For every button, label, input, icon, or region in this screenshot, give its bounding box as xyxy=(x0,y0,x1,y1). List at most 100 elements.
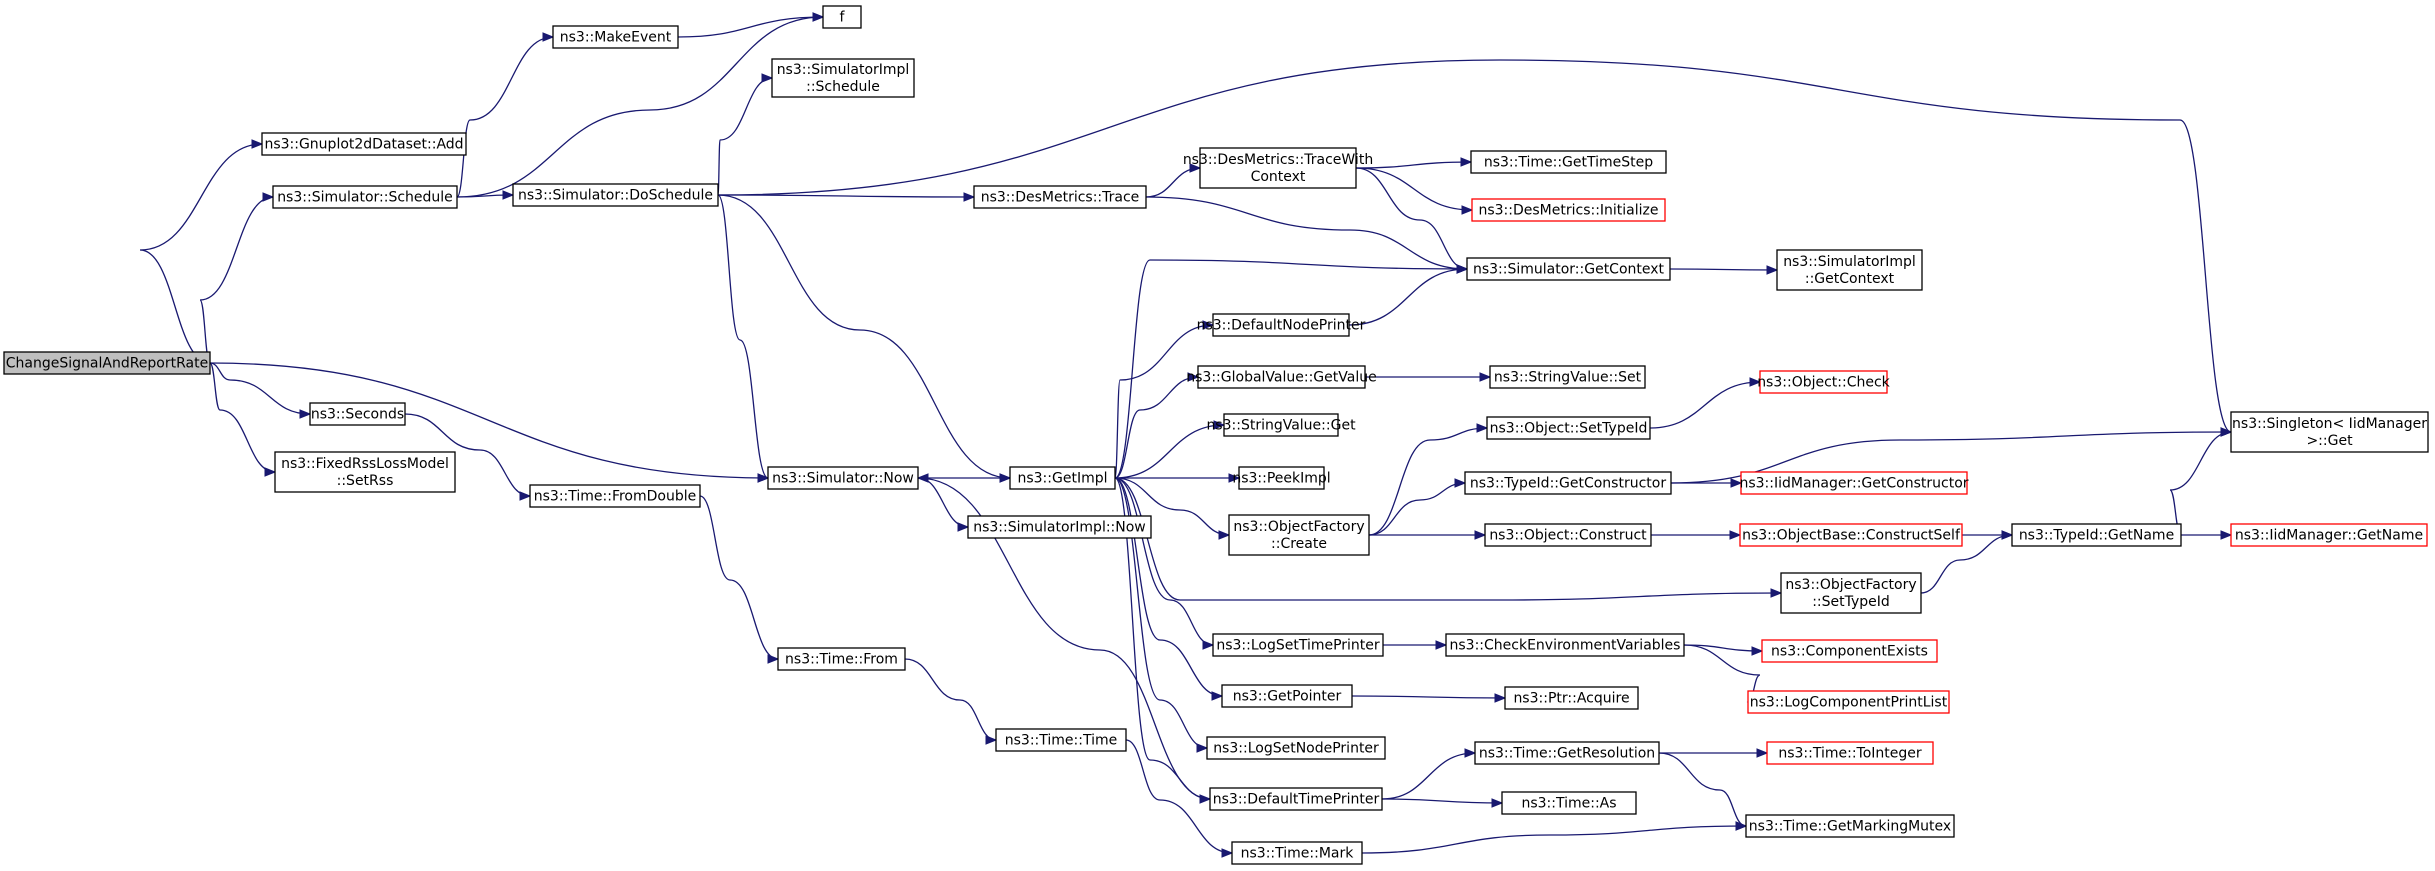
node-logsettimeprinter[interactable]: ns3::LogSetTimePrinter xyxy=(1212,633,1384,657)
node-seconds[interactable]: ns3::Seconds xyxy=(309,402,406,426)
node-singleton-get[interactable]: ns3::Singleton< IidManager >::Get xyxy=(2230,411,2429,453)
edge-line xyxy=(209,362,276,473)
node-sim-now[interactable]: ns3::Simulator::Now xyxy=(767,466,919,490)
node-componentexists[interactable]: ns3::ComponentExists xyxy=(1761,639,1938,663)
edge-arrowhead xyxy=(1454,478,1467,488)
edge-desmetrics-trace-to-tracewithcontext xyxy=(1145,163,1202,198)
node-typeid-getconstructor[interactable]: ns3::TypeId::GetConstructor xyxy=(1464,471,1672,495)
edge-getimpl-to-defaultnodeprinter xyxy=(1114,320,1215,479)
node-defaultnodeprinter[interactable]: ns3::DefaultNodePrinter xyxy=(1197,313,1366,337)
node-object-check[interactable]: ns3::Object::Check xyxy=(1757,370,1891,394)
edge-line xyxy=(1114,259,1468,479)
node-label: ns3::StringValue::Set xyxy=(1494,370,1642,386)
node-peekimpl[interactable]: ns3::PeekImpl xyxy=(1232,466,1331,490)
edge-tracewithcontext-to-sim-getcontext xyxy=(1355,167,1469,274)
edge-getimpl-to-getpointer xyxy=(1114,477,1224,701)
node-defaulttimeprinter[interactable]: ns3::DefaultTimePrinter xyxy=(1209,787,1383,811)
edge-arrowhead xyxy=(767,654,780,664)
node-ptr-acquire[interactable]: ns3::Ptr::Acquire xyxy=(1504,686,1639,710)
node-label: ns3::Time::FromDouble xyxy=(534,489,697,505)
node-iidmanager-getname[interactable]: ns3::IidManager::GetName xyxy=(2230,523,2428,547)
node-box xyxy=(1766,741,1934,765)
edge-desmetrics-trace-to-sim-getcontext xyxy=(1145,196,1469,274)
node-stringvalue-set[interactable]: ns3::StringValue::Set xyxy=(1489,365,1646,389)
edge-arrowhead xyxy=(1460,157,1473,167)
node-simimpl-getcontext[interactable]: ns3::SimulatorImpl::GetContext xyxy=(1776,249,1923,291)
node-time-mark[interactable]: ns3::Time::Mark xyxy=(1231,841,1363,865)
node-checkenv[interactable]: ns3::CheckEnvironmentVariables xyxy=(1445,633,1685,657)
node-getmarkingmutex[interactable]: ns3::Time::GetMarkingMutex xyxy=(1745,814,1955,838)
node-label: ns3::Singleton< IidManager xyxy=(2232,416,2427,432)
node-doschedule[interactable]: ns3::Simulator::DoSchedule xyxy=(512,183,719,207)
node-stringvalue-get[interactable]: ns3::StringValue::Get xyxy=(1206,413,1356,437)
edge-arrowhead xyxy=(1213,420,1226,430)
node-root[interactable]: ChangeSignalAndReportRate xyxy=(3,351,211,375)
node-box xyxy=(1740,471,1968,495)
node-time-from[interactable]: ns3::Time::From xyxy=(777,647,906,671)
edge-line xyxy=(917,477,1211,800)
node-label: ns3::Time::GetTimeStep xyxy=(1484,155,1653,171)
node-globalvalue-getvalue[interactable]: ns3::GlobalValue::GetValue xyxy=(1186,365,1377,389)
node-gettimestep[interactable]: ns3::Time::GetTimeStep xyxy=(1470,150,1667,174)
node-label: ns3::Time::ToInteger xyxy=(1778,746,1922,762)
edge-line xyxy=(1658,752,1747,827)
edge-sim-getcontext-to-simimpl-getcontext xyxy=(1669,265,1779,275)
node-label: ns3::DefaultNodePrinter xyxy=(1197,318,1366,334)
edge-line xyxy=(1368,482,1466,536)
node-objectfactory-settypeid[interactable]: ns3::ObjectFactory::SetTypeId xyxy=(1780,572,1922,614)
node-gnuplot-add[interactable]: ns3::Gnuplot2dDataset::Add xyxy=(261,132,467,156)
node-simimpl-schedule[interactable]: ns3::SimulatorImpl::Schedule xyxy=(771,58,915,98)
edge-getresolution-to-totinteger xyxy=(1659,748,1769,758)
edge-objectfactory-settypeid-to-typeid-getname xyxy=(1920,530,2014,594)
node-object-settypeid[interactable]: ns3::Object::SetTypeId xyxy=(1486,416,1651,440)
node-f[interactable]: f xyxy=(822,5,862,29)
edge-getimpl-to-stringvalue-get xyxy=(1114,420,1226,479)
node-getpointer[interactable]: ns3::GetPointer xyxy=(1221,684,1353,708)
node-iidmanager-getconstructor[interactable]: ns3::IidManager::GetConstructor xyxy=(1739,471,1969,495)
edge-doschedule-to-singleton-get xyxy=(717,59,2233,437)
edge-line xyxy=(404,413,531,497)
edge-arrowhead xyxy=(2220,530,2233,540)
node-desmetrics-trace[interactable]: ns3::DesMetrics::Trace xyxy=(973,185,1147,209)
node-object-construct[interactable]: ns3::Object::Construct xyxy=(1484,523,1652,547)
node-fromdouble[interactable]: ns3::Time::FromDouble xyxy=(529,484,701,508)
node-label: ns3::StringValue::Get xyxy=(1206,418,1356,434)
node-label: ns3::Object::Check xyxy=(1757,375,1890,391)
node-box xyxy=(1209,787,1383,811)
node-box xyxy=(967,515,1152,539)
node-objectbase-constructself[interactable]: ns3::ObjectBase::ConstructSelf xyxy=(1739,523,1963,547)
edge-sim-schedule-to-doschedule xyxy=(456,190,515,200)
node-typeid-getname[interactable]: ns3::TypeId::GetName xyxy=(2011,523,2182,547)
node-box xyxy=(1474,741,1660,765)
node-getresolution[interactable]: ns3::Time::GetResolution xyxy=(1474,741,1660,765)
edge-arrowhead xyxy=(519,491,532,501)
edge-tracewithcontext-to-gettimestep xyxy=(1355,157,1473,169)
node-label: ns3::ObjectBase::ConstructSelf xyxy=(1742,528,1961,544)
node-label: ns3::ObjectFactory xyxy=(1233,519,1364,535)
node-logcomponentprintlist[interactable]: ns3::LogComponentPrintList xyxy=(1747,690,1950,714)
node-box xyxy=(1212,633,1384,657)
node-logsetnodeprinter[interactable]: ns3::LogSetNodePrinter xyxy=(1206,736,1386,760)
node-fixedrss[interactable]: ns3::FixedRssLossModel::SetRss xyxy=(274,451,456,493)
node-box xyxy=(1206,736,1386,760)
edge-objectfactory-create-to-object-settypeid xyxy=(1368,423,1489,536)
node-box xyxy=(309,402,406,426)
node-sim-schedule[interactable]: ns3::Simulator::Schedule xyxy=(272,185,458,209)
edge-line xyxy=(209,362,769,479)
node-box xyxy=(529,484,701,508)
edge-line xyxy=(456,16,824,198)
node-objectfactory-create[interactable]: ns3::ObjectFactory::Create xyxy=(1228,514,1370,556)
node-box xyxy=(1776,249,1923,291)
node-time-as[interactable]: ns3::Time::As xyxy=(1501,791,1637,815)
node-simimpl-now[interactable]: ns3::SimulatorImpl::Now xyxy=(967,515,1152,539)
node-time-time[interactable]: ns3::Time::Time xyxy=(995,728,1127,752)
node-sim-getcontext[interactable]: ns3::Simulator::GetContext xyxy=(1466,257,1671,281)
node-label: ns3::IidManager::GetConstructor xyxy=(1739,476,1968,492)
node-desmetrics-initialize[interactable]: ns3::DesMetrics::Initialize xyxy=(1471,198,1666,222)
edge-line xyxy=(677,16,824,38)
node-getimpl[interactable]: ns3::GetImpl xyxy=(1009,466,1116,490)
node-makeevent[interactable]: ns3::MakeEvent xyxy=(552,25,679,49)
node-box xyxy=(1231,841,1363,865)
node-totinteger[interactable]: ns3::Time::ToInteger xyxy=(1766,741,1934,765)
